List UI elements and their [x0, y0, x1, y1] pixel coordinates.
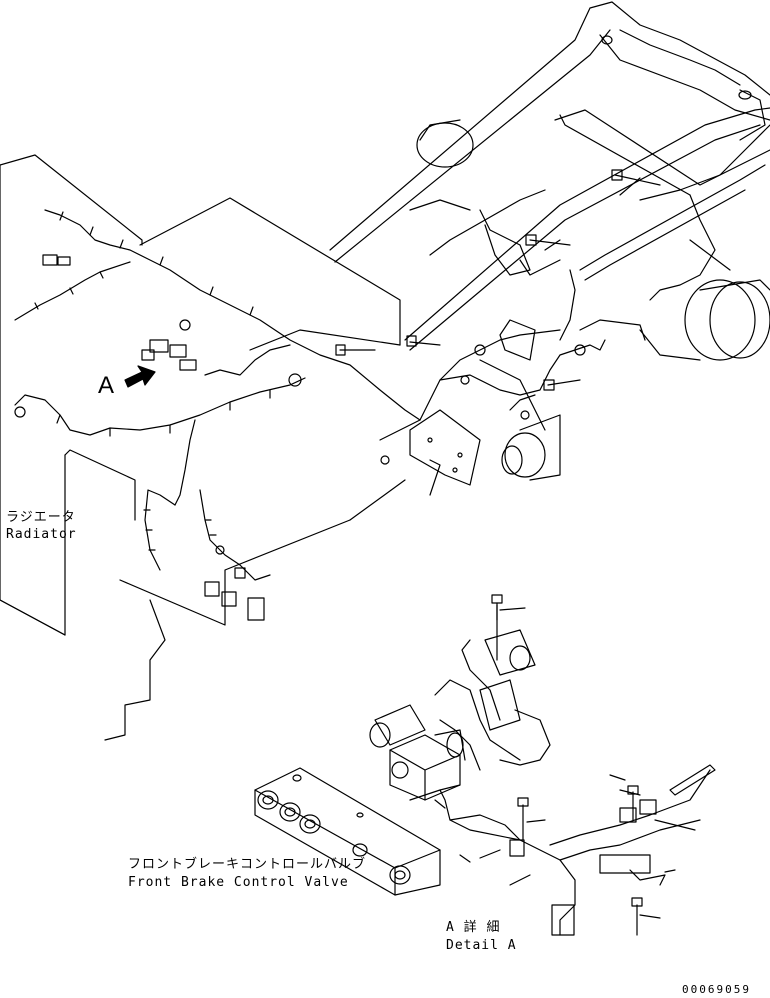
- frame-bolts: [335, 169, 661, 391]
- detail-label-en: Detail A: [446, 938, 517, 953]
- wiring-harness: [14, 29, 770, 621]
- radiator-outline: [0, 154, 406, 741]
- mounting-plate: [409, 319, 536, 486]
- chassis-frame: [329, 1, 770, 481]
- view-a-label: A: [98, 372, 115, 399]
- detail-a-assembly: [254, 594, 716, 936]
- valve-label-jp: フロントブレーキコントロールバルブ: [128, 857, 367, 872]
- drawing-number: 00069059: [682, 983, 751, 996]
- detail-label-jp: A 詳 細: [446, 920, 501, 935]
- valve-label-en: Front Brake Control Valve: [128, 875, 349, 890]
- view-arrow-a: [124, 365, 156, 388]
- radiator-label-jp: ラジエータ: [6, 510, 76, 525]
- radiator-label-en: Radiator: [6, 527, 77, 542]
